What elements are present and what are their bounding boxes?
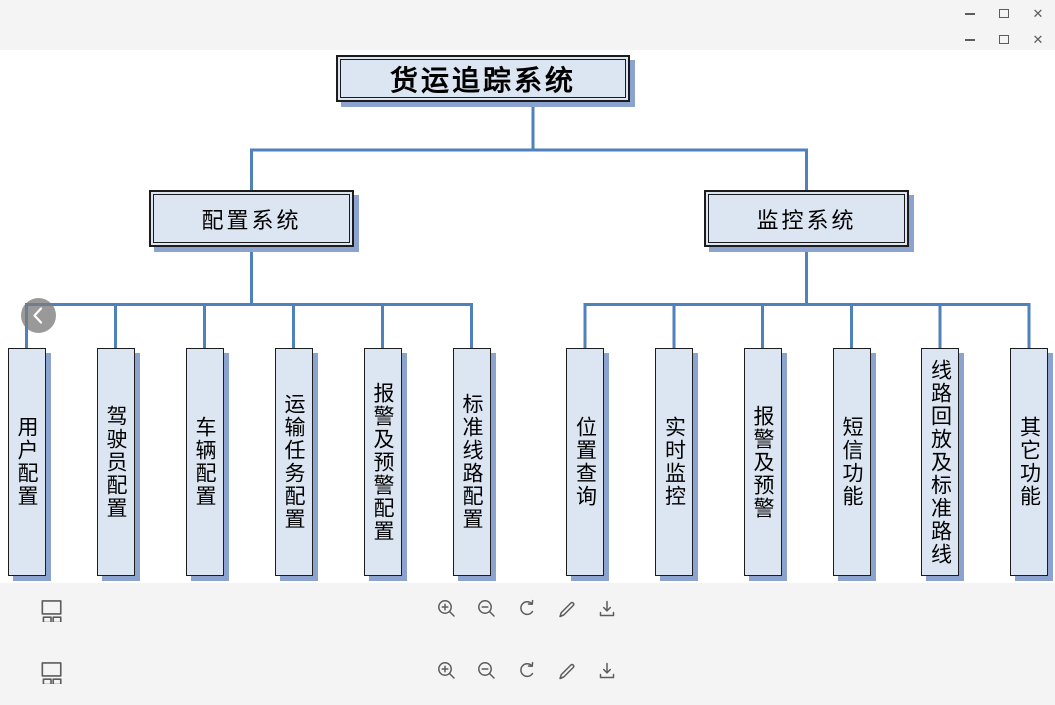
node-leaf-0-2[interactable]: 车辆配置 xyxy=(185,348,224,576)
maximize-button[interactable] xyxy=(997,6,1011,22)
toolbar-actions xyxy=(435,657,619,685)
leaf-label: 短信功能 xyxy=(840,416,863,508)
toolbar-row-1 xyxy=(0,595,1055,623)
node-branch-config[interactable]: 配置系统 xyxy=(149,190,354,247)
leaf-label: 实时监控 xyxy=(662,416,686,508)
diagram-thumbnail-button[interactable] xyxy=(38,657,64,685)
zoom-out-button[interactable] xyxy=(475,657,499,685)
connector-lines xyxy=(25,102,1031,349)
zoom-out-button[interactable] xyxy=(475,595,499,623)
bottom-bar xyxy=(0,583,1055,705)
leaf-label: 位置查询 xyxy=(573,416,597,508)
node-leaf-0-1[interactable]: 驾驶员配置 xyxy=(96,348,135,576)
node-branch-monitor[interactable]: 监控系统 xyxy=(704,190,909,247)
minimize-icon xyxy=(965,38,975,41)
close-button[interactable]: ✕ xyxy=(1031,6,1045,22)
branch-label: 监控系统 xyxy=(756,207,857,233)
edit-icon xyxy=(559,601,575,618)
refresh-icon xyxy=(520,661,534,678)
leaf-label: 线路回放及标准路线 xyxy=(928,358,952,566)
zoom-out-icon xyxy=(478,662,495,679)
leaf-label: 用户配置 xyxy=(15,416,38,508)
node-leaf-0-3[interactable]: 运输任务配置 xyxy=(274,348,313,576)
edit-button[interactable] xyxy=(555,657,579,685)
leaf-label: 报警及预警 xyxy=(751,404,774,520)
minimize-button[interactable] xyxy=(963,32,977,48)
node-leaf-1-5[interactable]: 其它功能 xyxy=(1010,348,1048,576)
node-leaf-0-4[interactable]: 报警及预警配置 xyxy=(363,348,402,576)
leaf-label: 其它功能 xyxy=(1017,416,1041,508)
node-leaf-1-3[interactable]: 短信功能 xyxy=(832,348,871,576)
diagram-thumbnail-button[interactable] xyxy=(38,595,64,623)
zoom-in-button[interactable] xyxy=(435,657,459,685)
leaf-label: 运输任务配置 xyxy=(282,393,305,531)
titlebar: ✕ ✕ xyxy=(0,0,1055,50)
zoom-in-icon xyxy=(438,662,455,679)
close-button[interactable]: ✕ xyxy=(1031,32,1045,48)
zoom-in-button[interactable] xyxy=(435,595,459,623)
maximize-icon xyxy=(999,35,1009,44)
close-icon: ✕ xyxy=(1032,6,1044,21)
edit-icon xyxy=(559,663,575,680)
root-label: 货运追踪系统 xyxy=(389,64,576,96)
zoom-in-icon xyxy=(438,600,455,617)
download-button[interactable] xyxy=(595,657,619,685)
leaf-label: 报警及预警配置 xyxy=(371,381,394,543)
maximize-icon xyxy=(999,9,1009,18)
node-leaf-1-0[interactable]: 位置查询 xyxy=(566,348,604,576)
toolbar-row-2 xyxy=(0,657,1055,685)
edit-button[interactable] xyxy=(555,595,579,623)
zoom-out-icon xyxy=(478,600,495,617)
leaf-label: 车辆配置 xyxy=(193,416,216,508)
diagram-canvas: 货运追踪系统 配置系统 监控系统 用户配置 驾驶员配置 车辆配置 运输任务配置 报警及预… xyxy=(0,50,1055,583)
node-root[interactable]: 货运追踪系统 xyxy=(336,55,630,102)
minimize-icon xyxy=(965,12,975,15)
refresh-button[interactable] xyxy=(515,657,539,685)
chevron-left-icon xyxy=(33,307,43,324)
diagram-thumbnail-icon xyxy=(41,662,62,684)
maximize-button[interactable] xyxy=(997,32,1011,48)
branch-label: 配置系统 xyxy=(201,207,302,233)
collapse-panel-button[interactable] xyxy=(21,298,56,333)
node-leaf-0-0[interactable]: 用户配置 xyxy=(7,348,46,576)
leaf-label: 驾驶员配置 xyxy=(104,404,127,520)
window-controls-row-1: ✕ xyxy=(963,1,1045,26)
download-button[interactable] xyxy=(595,595,619,623)
node-leaf-1-2[interactable]: 报警及预警 xyxy=(743,348,782,576)
diagram-thumbnail-icon xyxy=(41,600,62,622)
refresh-icon xyxy=(520,599,534,616)
refresh-button[interactable] xyxy=(515,595,539,623)
node-leaf-1-4[interactable]: 线路回放及标准路线 xyxy=(921,348,959,576)
download-icon xyxy=(599,600,615,617)
minimize-button[interactable] xyxy=(963,6,977,22)
window-controls-row-2: ✕ xyxy=(963,27,1045,52)
close-icon: ✕ xyxy=(1032,32,1044,47)
node-leaf-0-5[interactable]: 标准线路配置 xyxy=(452,348,491,576)
toolbar-actions xyxy=(435,595,619,623)
download-icon xyxy=(599,662,615,679)
leaf-label: 标准线路配置 xyxy=(460,393,483,531)
node-leaf-1-1[interactable]: 实时监控 xyxy=(655,348,693,576)
